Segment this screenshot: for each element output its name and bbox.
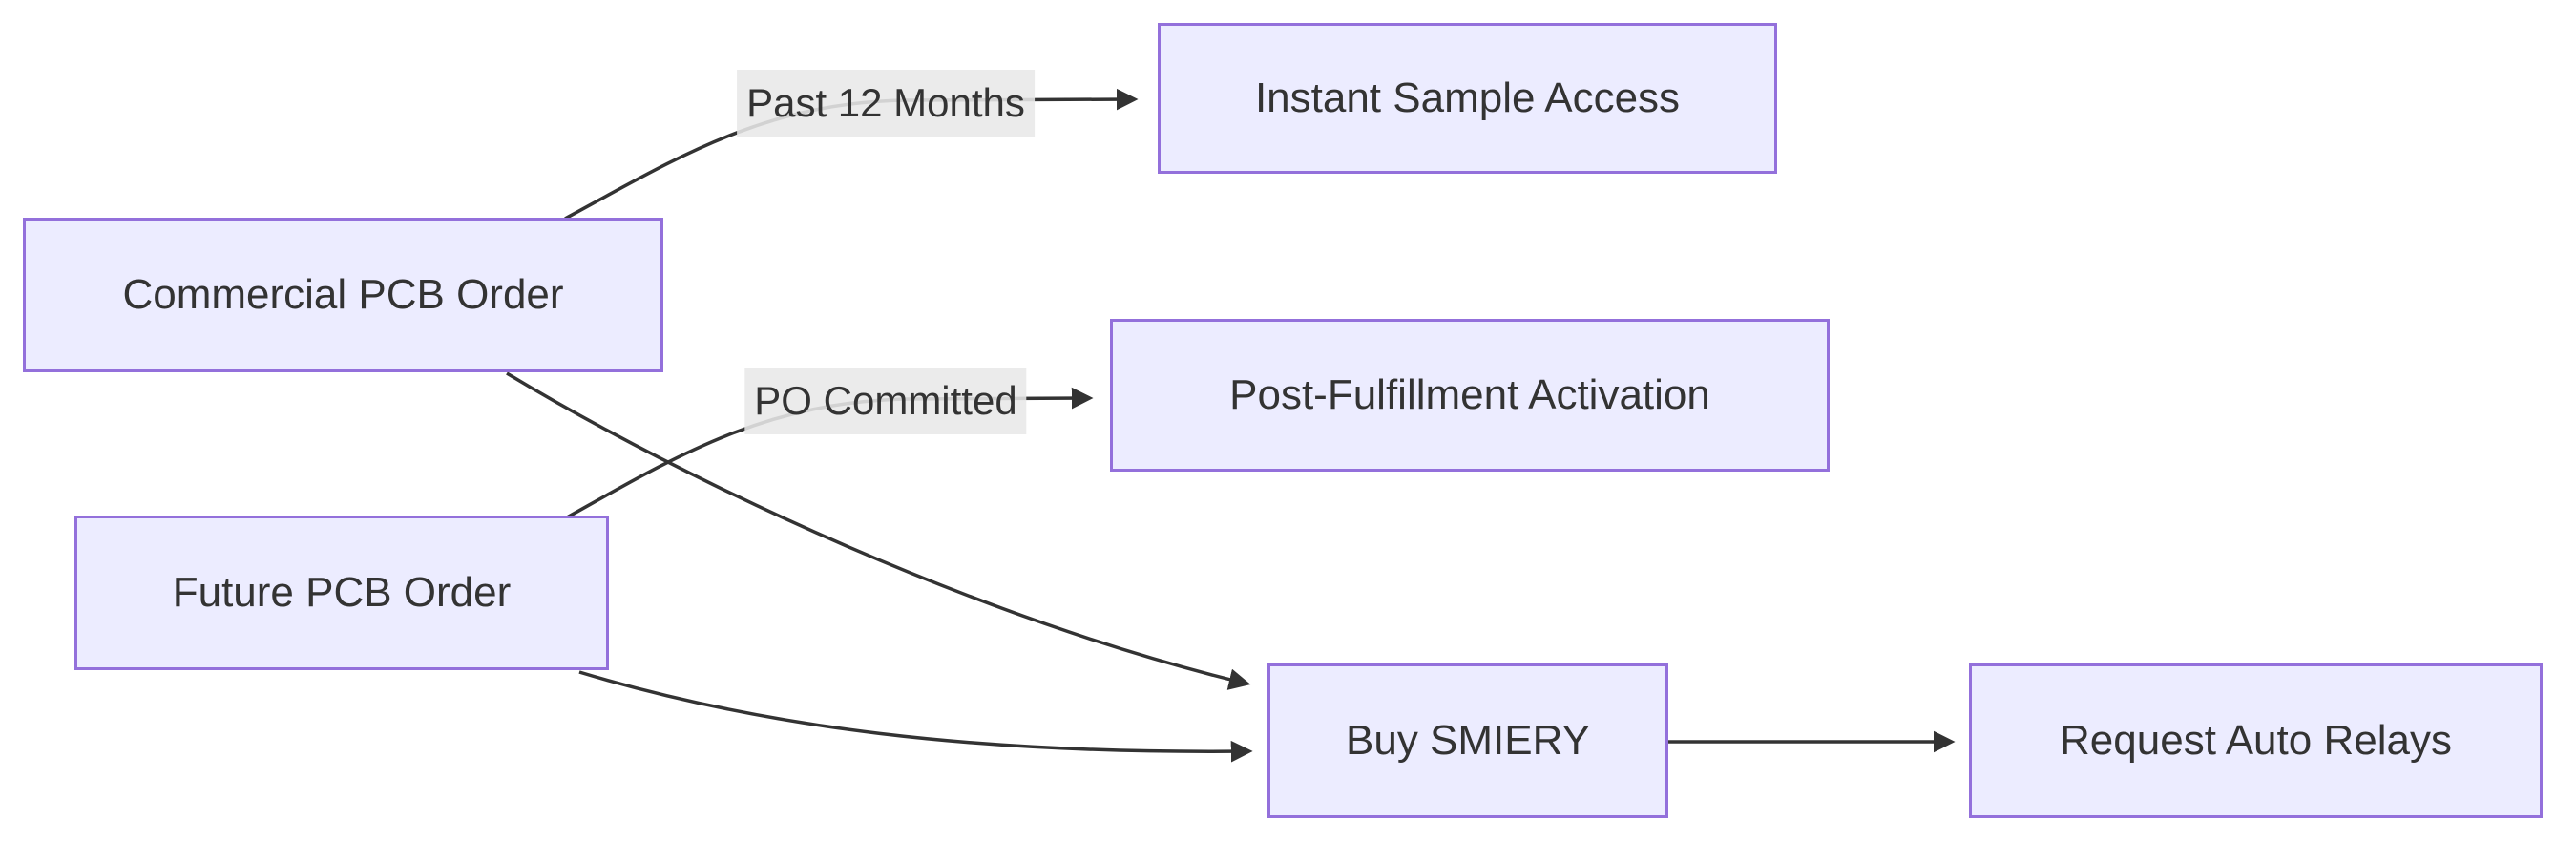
node-post-fulfillment-activation: Post-Fulfillment Activation xyxy=(1110,319,1830,472)
node-future-pcb-order: Future PCB Order xyxy=(74,516,609,670)
edge-future-to-buy xyxy=(578,670,1253,763)
edge-label-po-committed: PO Committed xyxy=(744,368,1027,434)
edge-commercial-to-buy xyxy=(506,371,1251,690)
node-request-auto-relays: Request Auto Relays xyxy=(1969,663,2543,818)
edge-label-past-12-months: Past 12 Months xyxy=(737,70,1035,137)
node-commercial-pcb-order: Commercial PCB Order xyxy=(23,218,663,372)
node-instant-sample-access: Instant Sample Access xyxy=(1158,23,1777,174)
node-buy-smiery: Buy SMIERY xyxy=(1267,663,1668,818)
